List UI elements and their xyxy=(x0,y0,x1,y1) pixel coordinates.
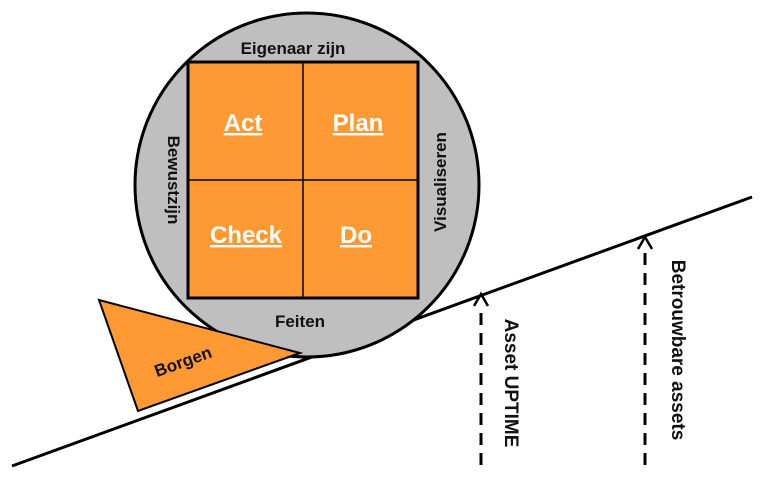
label-bewustzijn: Bewustzijn xyxy=(164,136,183,225)
quadrant-act: Act xyxy=(224,110,263,137)
label-betrouwbare-assets: Betrouwbare assets xyxy=(667,260,688,441)
quadrant-do: Do xyxy=(340,222,372,249)
borgen-wedge xyxy=(97,298,304,413)
arrow-betrouwbare-assets xyxy=(636,234,654,465)
arrow-asset-uptime xyxy=(472,291,490,465)
pdca-square xyxy=(186,60,420,300)
label-asset-uptime: Asset UPTIME xyxy=(500,319,521,448)
label-eigenaar-zijn: Eigenaar zijn xyxy=(241,39,346,58)
quadrant-check: Check xyxy=(210,222,283,249)
label-feiten: Feiten xyxy=(275,312,325,331)
quadrant-plan: Plan xyxy=(333,110,384,137)
label-visualiseren: Visualiseren xyxy=(431,132,450,232)
